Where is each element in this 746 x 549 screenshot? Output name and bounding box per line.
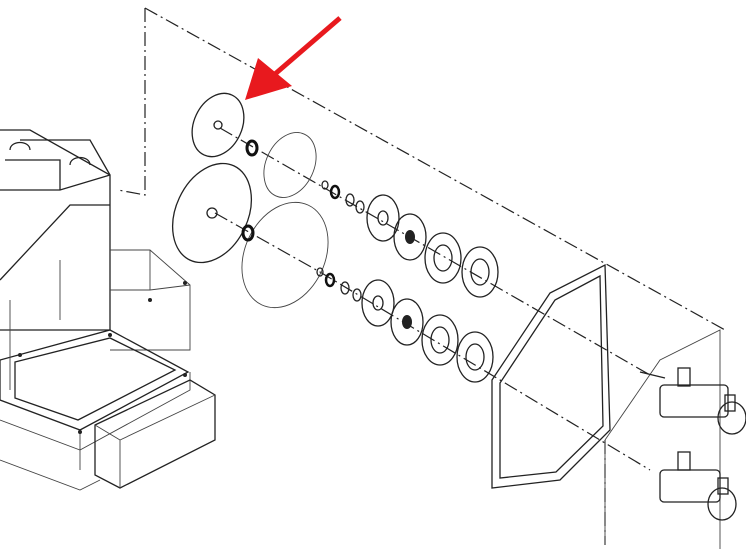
highlight-arrow <box>245 16 342 100</box>
small-disc-highlighted <box>191 92 245 158</box>
left-housing <box>0 129 216 491</box>
assembly-guide-lines <box>117 7 726 545</box>
thin-disc-large <box>241 201 329 309</box>
gasket-plate <box>491 263 611 489</box>
large-disc <box>172 162 252 264</box>
motor-housing <box>604 329 746 549</box>
lower-motor <box>659 469 721 503</box>
flange-set <box>361 194 499 383</box>
disc-set <box>172 92 365 309</box>
upper-motor <box>659 384 729 418</box>
thin-disc-small <box>263 132 317 198</box>
